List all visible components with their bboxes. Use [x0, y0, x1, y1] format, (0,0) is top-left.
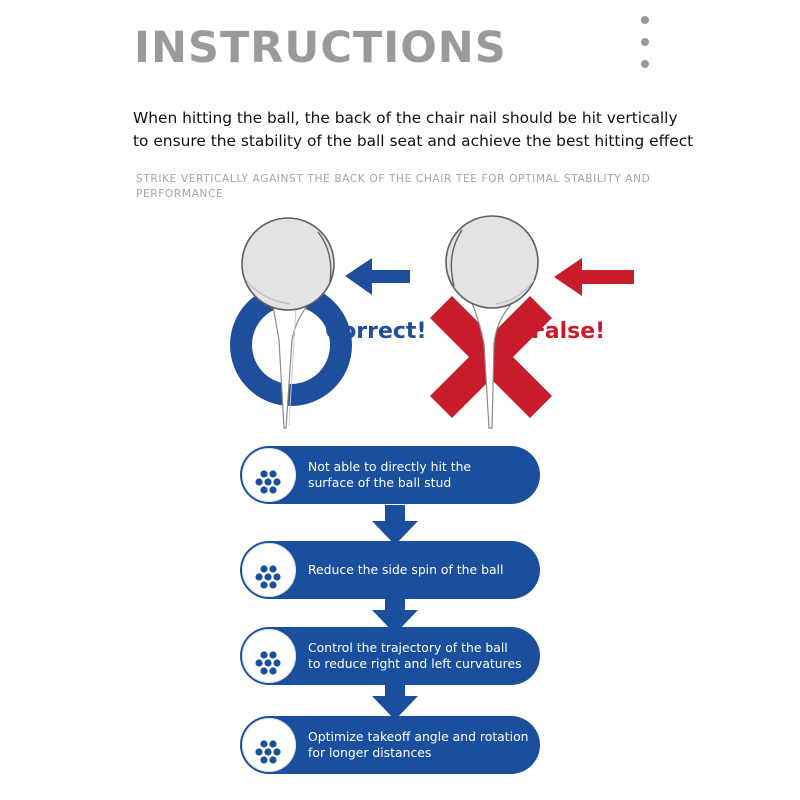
step-2-text: Reduce the side spin of the ball	[308, 541, 530, 599]
page-title: INSTRUCTIONS	[134, 23, 507, 73]
step-4-line-2: for longer distances	[308, 745, 432, 760]
golf-ball-icon	[242, 543, 296, 597]
step-1-line-1: Not able to directly hit the	[308, 459, 472, 474]
intro-text: When hitting the ball, the back of the c…	[133, 107, 773, 153]
step-4: Optimize takeoff angle and rotation for …	[240, 716, 540, 774]
step-2-line-1: Reduce the side spin of the ball	[308, 562, 504, 577]
golf-ball-correct-icon	[241, 217, 335, 311]
step-4-line-1: Optimize takeoff angle and rotation	[308, 729, 529, 744]
step-2: Reduce the side spin of the ball	[240, 541, 540, 599]
tee-strike-illustration	[230, 215, 634, 429]
golf-ball-icon	[242, 448, 296, 502]
arrow-left-blue-icon	[345, 258, 410, 295]
step-3: Control the trajectory of the ball to re…	[240, 627, 540, 685]
golf-ball-icon	[242, 629, 296, 683]
arrow-left-red-icon	[554, 258, 634, 296]
step-1: Not able to directly hit the surface of …	[240, 446, 540, 504]
golf-tee-correct-icon	[271, 299, 314, 429]
step-1-text: Not able to directly hit the surface of …	[308, 446, 530, 504]
more-vertical-icon[interactable]	[637, 14, 655, 74]
correct-label: Correct!	[325, 319, 427, 344]
subnote-text: STRIKE VERTICALLY AGAINST THE BACK OF TH…	[136, 173, 651, 200]
intro-line-1: When hitting the ball, the back of the c…	[133, 109, 678, 127]
golf-ball-icon	[242, 718, 296, 772]
golf-ball-false-icon	[445, 215, 539, 309]
step-3-line-1: Control the trajectory of the ball	[308, 640, 508, 655]
golf-tee-false-icon	[469, 297, 512, 429]
step-3-text: Control the trajectory of the ball to re…	[308, 627, 530, 685]
step-3-line-2: to reduce right and left curvatures	[308, 656, 522, 671]
false-label: False!	[531, 319, 606, 344]
step-1-line-2: surface of the ball stud	[308, 475, 452, 490]
step-4-text: Optimize takeoff angle and rotation for …	[308, 716, 530, 774]
intro-line-2: to ensure the stability of the ball seat…	[133, 132, 694, 150]
